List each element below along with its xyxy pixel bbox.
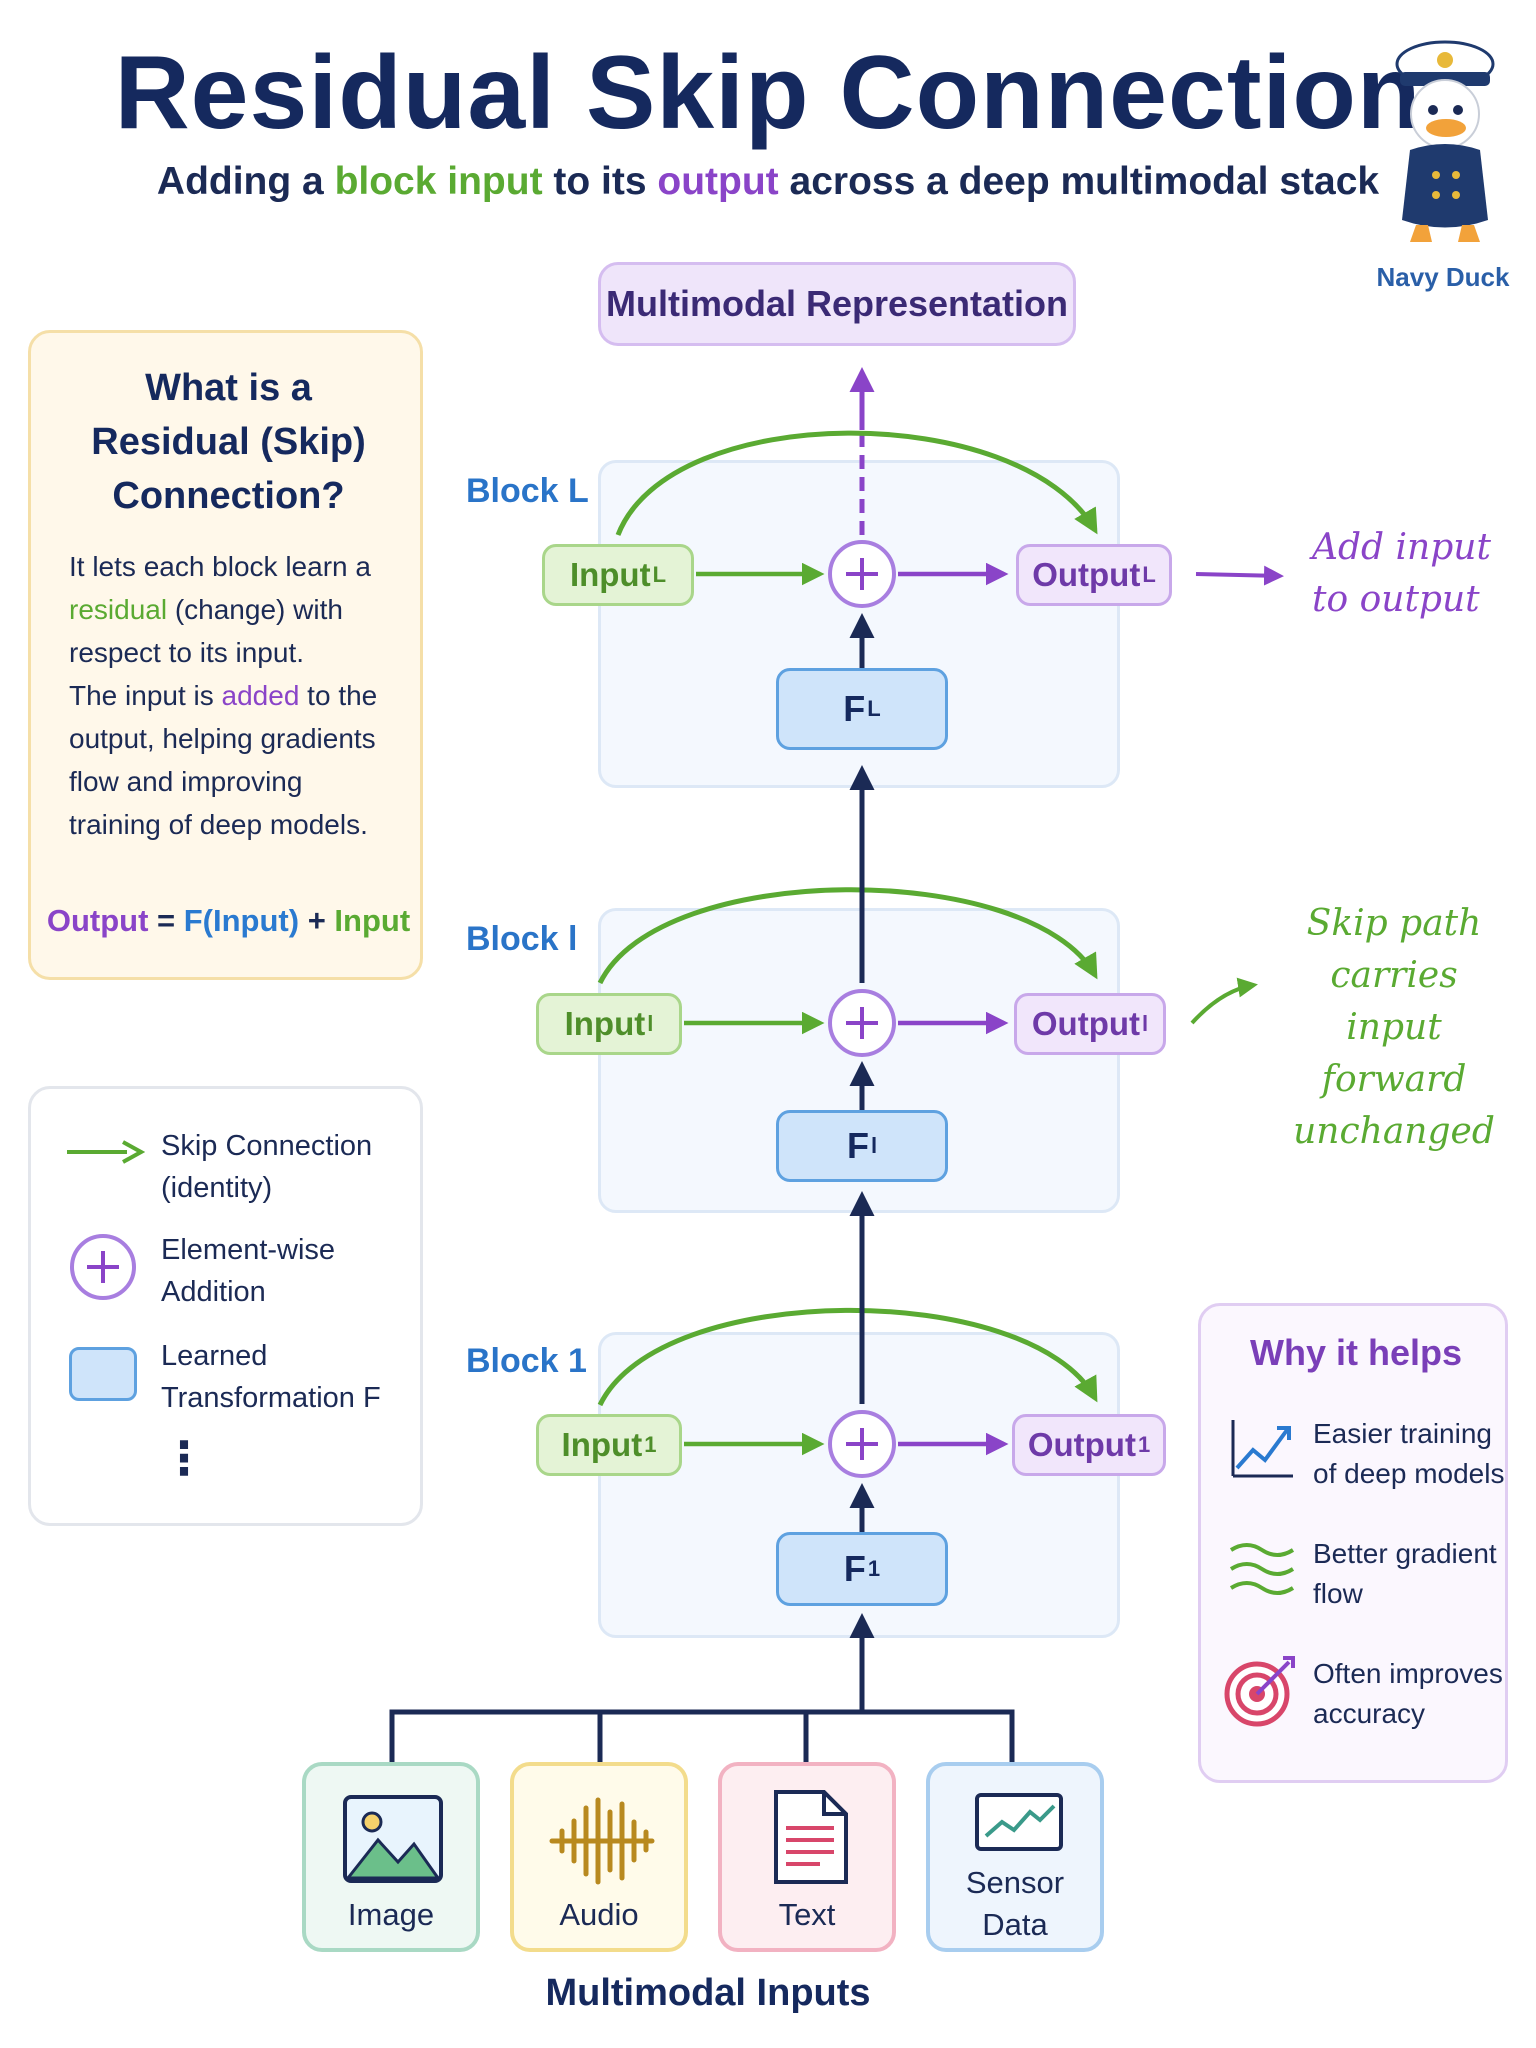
document-icon <box>774 1790 848 1884</box>
green-arrow-icon <box>67 1140 145 1164</box>
block-l-area <box>598 908 1120 1213</box>
text-card-label: Text <box>778 1897 836 1932</box>
block-l-label: Block l <box>466 920 578 958</box>
block-1-label: Block 1 <box>466 1342 587 1380</box>
block-L-label: Block L <box>466 472 589 510</box>
target-icon <box>1224 1656 1295 1727</box>
plus-node-L <box>828 540 896 608</box>
plus-circle-icon <box>70 1234 136 1300</box>
definition-panel: What is a Residual (Skip) Connection? It… <box>28 330 423 980</box>
page-title: Residual Skip Connection <box>114 35 1422 151</box>
text-input-card: Text <box>718 1762 896 1952</box>
sensor-chart-icon <box>975 1793 1063 1851</box>
wave-flow-icon <box>1229 1543 1295 1595</box>
image-card-label: Image <box>347 1897 435 1932</box>
audio-card-label: Audio <box>559 1897 639 1932</box>
image-icon <box>343 1795 443 1883</box>
page-subtitle: Adding a block input to its output acros… <box>156 160 1380 203</box>
image-input-card: Image <box>302 1762 480 1952</box>
audio-input-card: Audio <box>510 1762 688 1952</box>
definition-title: What is a Residual (Skip) Connection? <box>91 367 366 517</box>
why-title: Why it helps <box>1249 1332 1462 1373</box>
formula: Output = F(Input) + Input <box>46 903 411 938</box>
navy-duck-mascot-icon <box>1395 40 1495 242</box>
plus-node-l <box>828 989 896 1057</box>
plus-node-1 <box>828 1410 896 1478</box>
multimodal-inputs-label: Multimodal Inputs <box>545 1972 871 2014</box>
definition-text: It lets each block learn a residual (cha… <box>69 551 378 840</box>
learned-box-icon <box>69 1347 137 1401</box>
mascot-label: Navy Duck <box>1376 262 1510 292</box>
audio-wave-icon <box>549 1797 655 1885</box>
multimodal-representation-node: Multimodal Representation <box>598 262 1076 346</box>
line-chart-icon <box>1231 1420 1293 1478</box>
more-ellipsis: ⋮ <box>161 1432 207 1484</box>
legend-skip-label: Skip Connection(identity) <box>161 1130 373 1204</box>
